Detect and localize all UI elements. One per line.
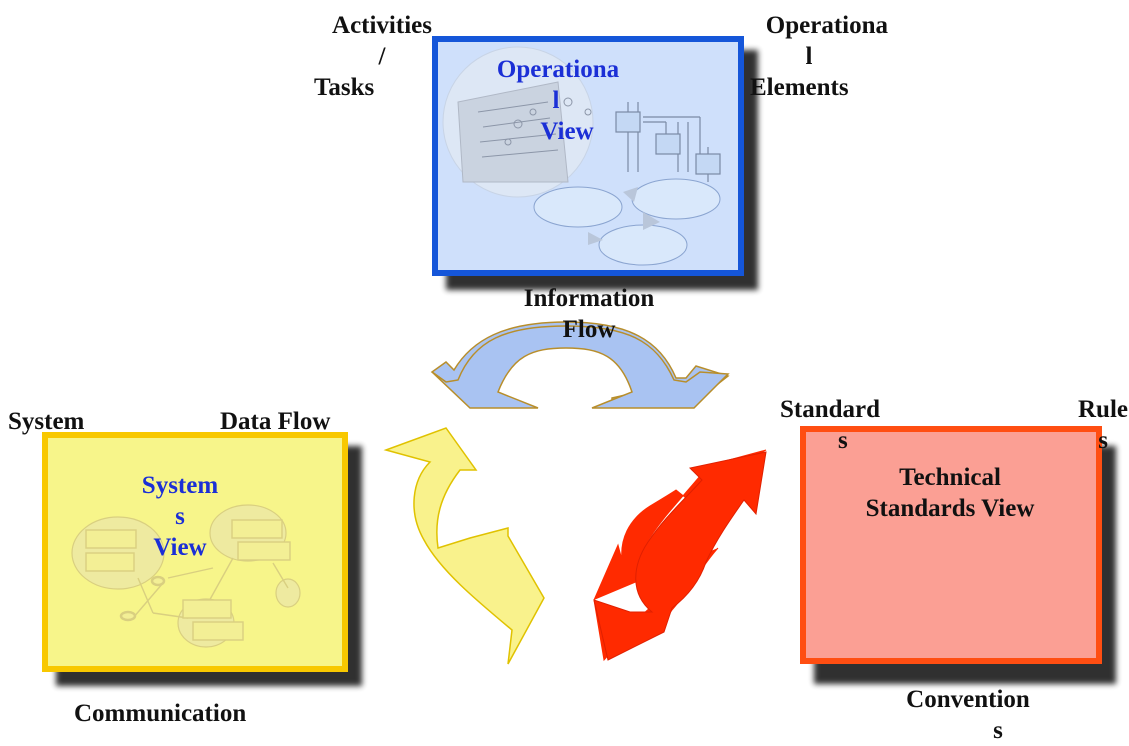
label-rules-line-1: Rule: [1078, 396, 1128, 423]
label-information-flow: Information Flow: [500, 283, 678, 345]
operational-view-title: Operationa l View: [486, 54, 630, 147]
label-data-flow: Data Flow: [220, 408, 331, 435]
label-activities-line-2: /: [378, 43, 386, 70]
label-standards-line-1: Standard: [780, 396, 881, 423]
label-communication: Communication: [74, 700, 247, 727]
label-standards: Standard s: [780, 394, 880, 456]
operational-title-line-2: l: [552, 87, 560, 114]
technical-view-title: Technical Standards View: [830, 462, 1070, 524]
systems-title-line-2: s: [175, 503, 185, 530]
label-rules: Rule s: [1054, 394, 1128, 456]
technical-view-box: [800, 426, 1102, 664]
label-info-flow-line-2: Flow: [562, 316, 616, 343]
label-rules-line-2: s: [1098, 427, 1108, 454]
technical-title-line-2: Standards View: [865, 495, 1035, 522]
operational-view-box: [432, 36, 744, 276]
label-info-flow-line-1: Information: [523, 285, 655, 312]
label-conventions: Convention s: [886, 684, 1050, 746]
left-cycle-arrow: [383, 427, 545, 665]
systems-title-line-3: View: [153, 534, 207, 561]
label-system: System: [8, 408, 85, 435]
systems-view-sketch: [71, 504, 301, 648]
label-conventions-line-1: Convention: [906, 686, 1030, 713]
operational-view-sketch: [442, 46, 721, 266]
label-op-elements-line-1: Operationa: [765, 12, 888, 39]
label-activities-tasks: Activities / Tasks: [312, 10, 452, 103]
operational-title-line-1: Operationa: [496, 56, 620, 83]
label-op-elements-line-3: Elements: [750, 74, 849, 101]
systems-title-line-1: System: [141, 472, 219, 499]
label-operational-elements: Operationa l Elements: [730, 10, 888, 103]
operational-title-line-3: View: [540, 118, 594, 145]
technical-title-line-1: Technical: [899, 464, 1001, 491]
label-activities-line-3: Tasks: [314, 74, 375, 101]
systems-view-title: System s View: [110, 470, 250, 563]
label-standards-line-2: s: [838, 427, 848, 454]
label-op-elements-line-2: l: [805, 43, 813, 70]
label-activities-line-1: Activities: [332, 12, 432, 39]
label-conventions-line-2: s: [993, 717, 1003, 744]
systems-view-box: [42, 432, 348, 672]
